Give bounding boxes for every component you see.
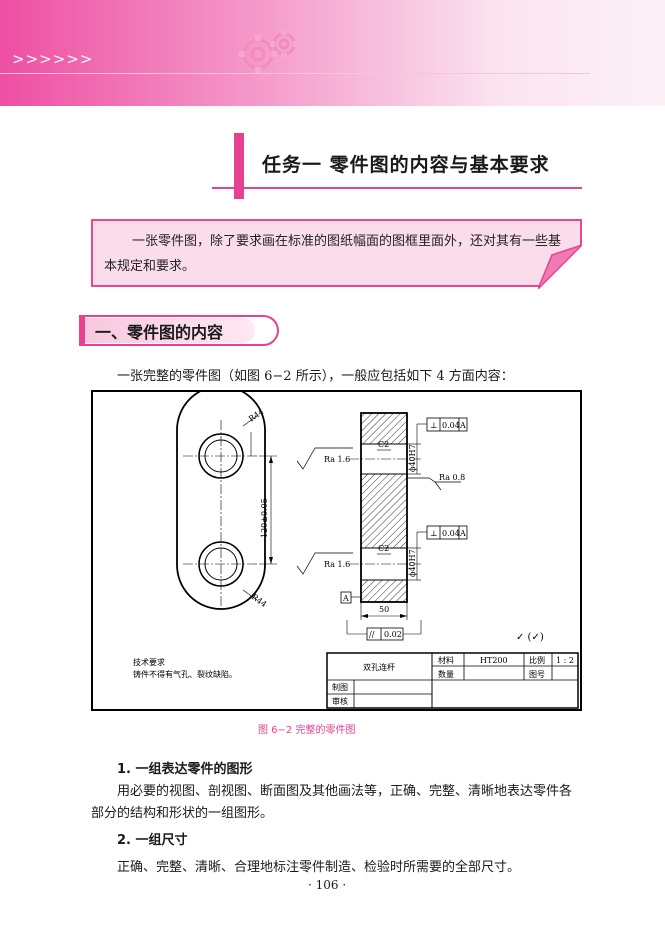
- item-heading-1: 1. 一组表达零件的图形: [117, 762, 253, 777]
- tb-qty-label: 数量: [438, 669, 454, 679]
- page-fold-icon: [538, 245, 582, 289]
- drawing-frame: [91, 390, 582, 711]
- tech-req-title: 技术要求: [133, 657, 165, 667]
- section-view-outline: [360, 412, 408, 603]
- tb-part-name: 双孔连杆: [363, 662, 395, 672]
- header-band: [0, 0, 665, 106]
- roughness-right: Ra 0.8: [439, 473, 465, 482]
- figure-caption: 图 6−2 完整的零件图: [258, 725, 356, 736]
- section-header-bar: [79, 315, 85, 346]
- tb-scale: 1 : 2: [556, 656, 574, 665]
- title-bar-accent: [234, 133, 244, 199]
- perp-datum-bottom: A: [459, 529, 466, 538]
- datum-label: A: [342, 594, 349, 603]
- dim-center-distance: 120±0.05: [260, 498, 269, 538]
- paragraph-intro: 一张完整的零件图（如图 6−2 所示），一般应包括如下 4 方面内容：: [117, 369, 514, 384]
- header-rule: [0, 73, 590, 74]
- item-text-1: 用必要的视图、剖视图、断面图及其他画法等，正确、完整、清晰地表达零件各部分的结构…: [91, 784, 573, 821]
- intro-text: 一张零件图，除了要求画在标准的图纸幅面的图框里面外，还对其有一些基本规定和要求。: [104, 234, 562, 274]
- tb-drawn-label: 制图: [332, 682, 348, 692]
- chevron-decoration: >>>>>>: [12, 50, 94, 68]
- section-title: 一、零件图的内容: [95, 323, 224, 342]
- roughness-left-top: Ra 1.6: [324, 455, 350, 464]
- tb-drawing-no-label: 图号: [529, 670, 545, 679]
- dim-r-bottom: R44: [250, 592, 268, 609]
- title-underline: [212, 187, 582, 189]
- tb-material: HT200: [480, 656, 508, 665]
- tb-scale-label: 比例: [529, 655, 545, 665]
- parallel-symbol: //: [369, 630, 375, 639]
- perp-value-bottom: 0.04: [442, 529, 460, 538]
- perp-symbol-top: ⊥: [430, 421, 438, 430]
- perp-value-top: 0.04: [442, 421, 460, 430]
- parallel-value: 0.02: [384, 630, 402, 639]
- dim-width: 50: [379, 605, 389, 614]
- part-drawing: R44 R44 120±0.05 C2 C2 ϕ40H7 ϕ40H7 Ra 1.…: [133, 390, 579, 709]
- item-heading-2: 2. 一组尺寸: [117, 833, 188, 848]
- dim-bore-top: ϕ40H7: [408, 444, 417, 472]
- gear-icon: [239, 30, 298, 73]
- tb-material-label: 材料: [438, 655, 454, 665]
- perp-datum-top: A: [459, 421, 466, 430]
- dim-chamfer-top: C2: [378, 440, 389, 449]
- page-number: · 106 ·: [308, 878, 347, 892]
- intro-box: [91, 219, 582, 287]
- tb-checked-label: 审核: [332, 696, 348, 706]
- perp-symbol-bottom: ⊥: [430, 529, 438, 538]
- tech-req-text: 铸件不得有气孔、裂纹缺陷。: [133, 669, 237, 679]
- dim-chamfer-bottom: C2: [378, 544, 389, 553]
- dim-bore-bottom: ϕ40H7: [408, 549, 417, 577]
- roughness-left-bottom: Ra 1.6: [324, 560, 350, 569]
- item-text-2: 正确、完整、清晰、合理地标注零件制造、检验时所需要的全部尺寸。: [117, 860, 521, 875]
- section-header-fill: [85, 318, 255, 343]
- page-title: 任务一 零件图的内容与基本要求: [262, 154, 550, 176]
- roughness-rest: ✓ (✓): [516, 632, 544, 643]
- front-view-outline: [176, 390, 266, 610]
- dim-r-top: R44: [247, 407, 265, 424]
